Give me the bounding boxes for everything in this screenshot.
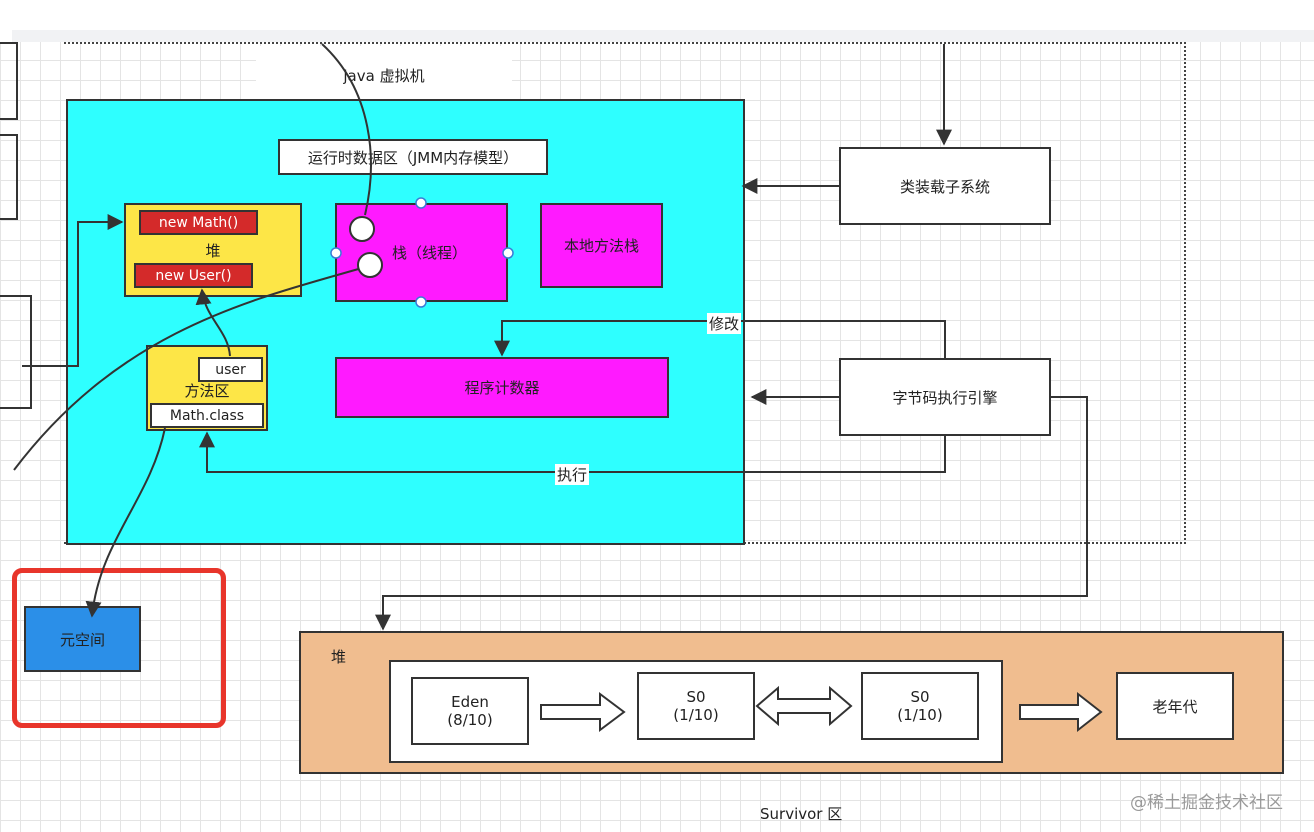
eden-box[interactable]: Eden (8/10) <box>411 677 529 745</box>
heap-title-label: 堆 <box>205 241 221 260</box>
watermark-label: @稀土掘金技术社区 <box>1130 793 1283 813</box>
class-to-metaspace-arrow <box>85 427 166 618</box>
math-class-cell[interactable]: Math.class <box>150 403 264 428</box>
engine-to-heap-arrow <box>375 396 1088 631</box>
math-class-label: Math.class <box>169 407 245 424</box>
s0-box-2[interactable]: S0 (1/10) <box>861 672 979 740</box>
method-area-title-label: 方法区 <box>184 381 230 400</box>
class-loader-label: 类装载子系统 <box>899 177 990 196</box>
s0-ratio-1: (1/10) <box>673 706 719 724</box>
thread-curve-top <box>321 43 372 216</box>
new-math-cell[interactable]: new Math() <box>139 210 258 235</box>
execute-label: 执行 <box>557 466 588 484</box>
top-divider <box>12 30 1314 42</box>
heap-region-title: 堆 <box>331 646 346 667</box>
s0-ratio-2: (1/10) <box>897 706 943 724</box>
eden-ratio: (8/10) <box>447 711 493 729</box>
native-method-stack-label: 本地方法栈 <box>563 237 639 255</box>
s0-to-old-arrow <box>1019 691 1103 733</box>
survivor-caption: Survivor 区 <box>760 803 842 824</box>
program-counter-label: 程序计数器 <box>464 379 540 397</box>
old-gen-box[interactable]: 老年代 <box>1116 672 1234 740</box>
heap-title: 堆 <box>124 238 302 262</box>
new-user-label: new User() <box>155 267 232 284</box>
stack-handle-circle-2[interactable] <box>357 252 383 278</box>
metaspace-highlight <box>12 568 226 728</box>
survivor-label: Survivor 区 <box>760 805 843 823</box>
old-gen-label: 老年代 <box>1152 697 1198 716</box>
stack-label: 栈（线程） <box>391 244 467 262</box>
runtime-area-title[interactable]: 运行时数据区（JMM内存模型） <box>278 139 548 175</box>
metaspace-label: 元空间 <box>59 630 105 649</box>
heap-region-title-label: 堆 <box>331 648 347 666</box>
bytecode-execution-engine[interactable]: 字节码执行引擎 <box>839 358 1051 436</box>
new-math-label: new Math() <box>158 214 239 231</box>
selection-handle-left[interactable] <box>330 247 342 259</box>
watermark: @稀土掘金技术社区 <box>1130 788 1283 813</box>
class-loader-subsystem[interactable]: 类装载子系统 <box>839 147 1051 225</box>
left-bracket-3 <box>0 295 32 409</box>
selection-handle-top[interactable] <box>415 197 427 209</box>
runtime-area-title-label: 运行时数据区（JMM内存模型） <box>307 148 519 167</box>
user-label: user <box>215 361 246 378</box>
program-counter[interactable]: 程序计数器 <box>335 357 669 418</box>
modify-label-box: 修改 <box>707 313 742 334</box>
user-to-object-arrow <box>195 288 231 357</box>
eden-label: Eden <box>451 693 489 711</box>
metaspace-box[interactable]: 元空间 <box>24 606 141 672</box>
modify-label: 修改 <box>709 315 740 333</box>
jvm-title-label: java 虚拟机 <box>343 66 425 85</box>
stack-handle-circle-1[interactable] <box>349 216 375 242</box>
s0-label-2: S0 <box>910 688 930 706</box>
user-cell[interactable]: user <box>198 357 263 382</box>
native-method-stack[interactable]: 本地方法栈 <box>540 203 663 288</box>
s0-label-1: S0 <box>686 688 706 706</box>
left-to-heap-arrow <box>22 214 124 367</box>
jvm-title: java 虚拟机 <box>256 46 512 104</box>
new-user-cell[interactable]: new User() <box>134 263 253 288</box>
method-area-title: 方法区 <box>170 379 244 401</box>
eden-to-s0-arrow <box>540 692 626 732</box>
left-bracket-1 <box>0 42 18 120</box>
left-bracket-2 <box>0 134 18 220</box>
execute-label-box: 执行 <box>555 464 590 485</box>
thread-curve-left <box>13 267 363 471</box>
s0-swap-arrow <box>755 685 853 727</box>
selection-handle-right[interactable] <box>502 247 514 259</box>
s0-box-1[interactable]: S0 (1/10) <box>637 672 755 740</box>
selection-handle-bottom[interactable] <box>415 296 427 308</box>
bytecode-engine-label: 字节码执行引擎 <box>892 388 998 407</box>
